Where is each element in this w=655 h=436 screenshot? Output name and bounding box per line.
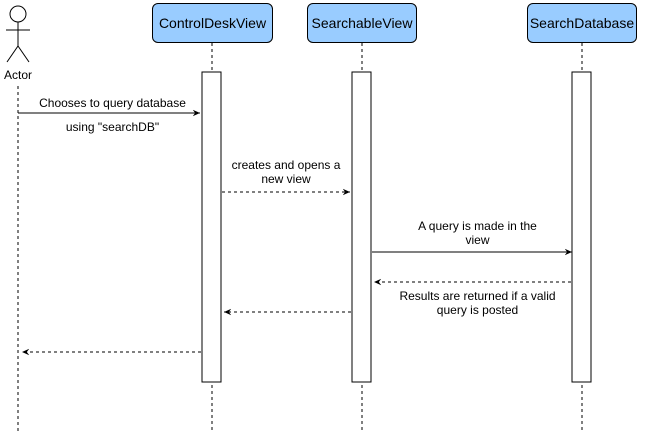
participant-search-database: SearchDatabase bbox=[527, 3, 637, 43]
message-3-label-line2: view bbox=[465, 233, 490, 247]
message-4-label-line1: Results are returned if a valid bbox=[399, 289, 556, 303]
message-4-label-line2: query is posted bbox=[436, 303, 519, 317]
message-1-label-line1: Chooses to query database bbox=[39, 96, 186, 110]
actor-figure-icon bbox=[6, 5, 30, 63]
activation-bar-control bbox=[201, 71, 222, 383]
participant-control-desk-view: ControlDeskView bbox=[152, 3, 273, 43]
participant-searchable-view: SearchableView bbox=[307, 3, 417, 43]
activation-bar-searchable bbox=[351, 71, 372, 383]
actor-label: Actor bbox=[4, 68, 33, 82]
activation-bar-database bbox=[571, 71, 592, 383]
message-2-label-line2: new view bbox=[261, 172, 311, 186]
message-2-label-line1: creates and opens a bbox=[231, 158, 341, 172]
message-1-label-line2: using "searchDB" bbox=[65, 120, 160, 134]
message-3-label-line1: A query is made in the bbox=[418, 219, 537, 233]
